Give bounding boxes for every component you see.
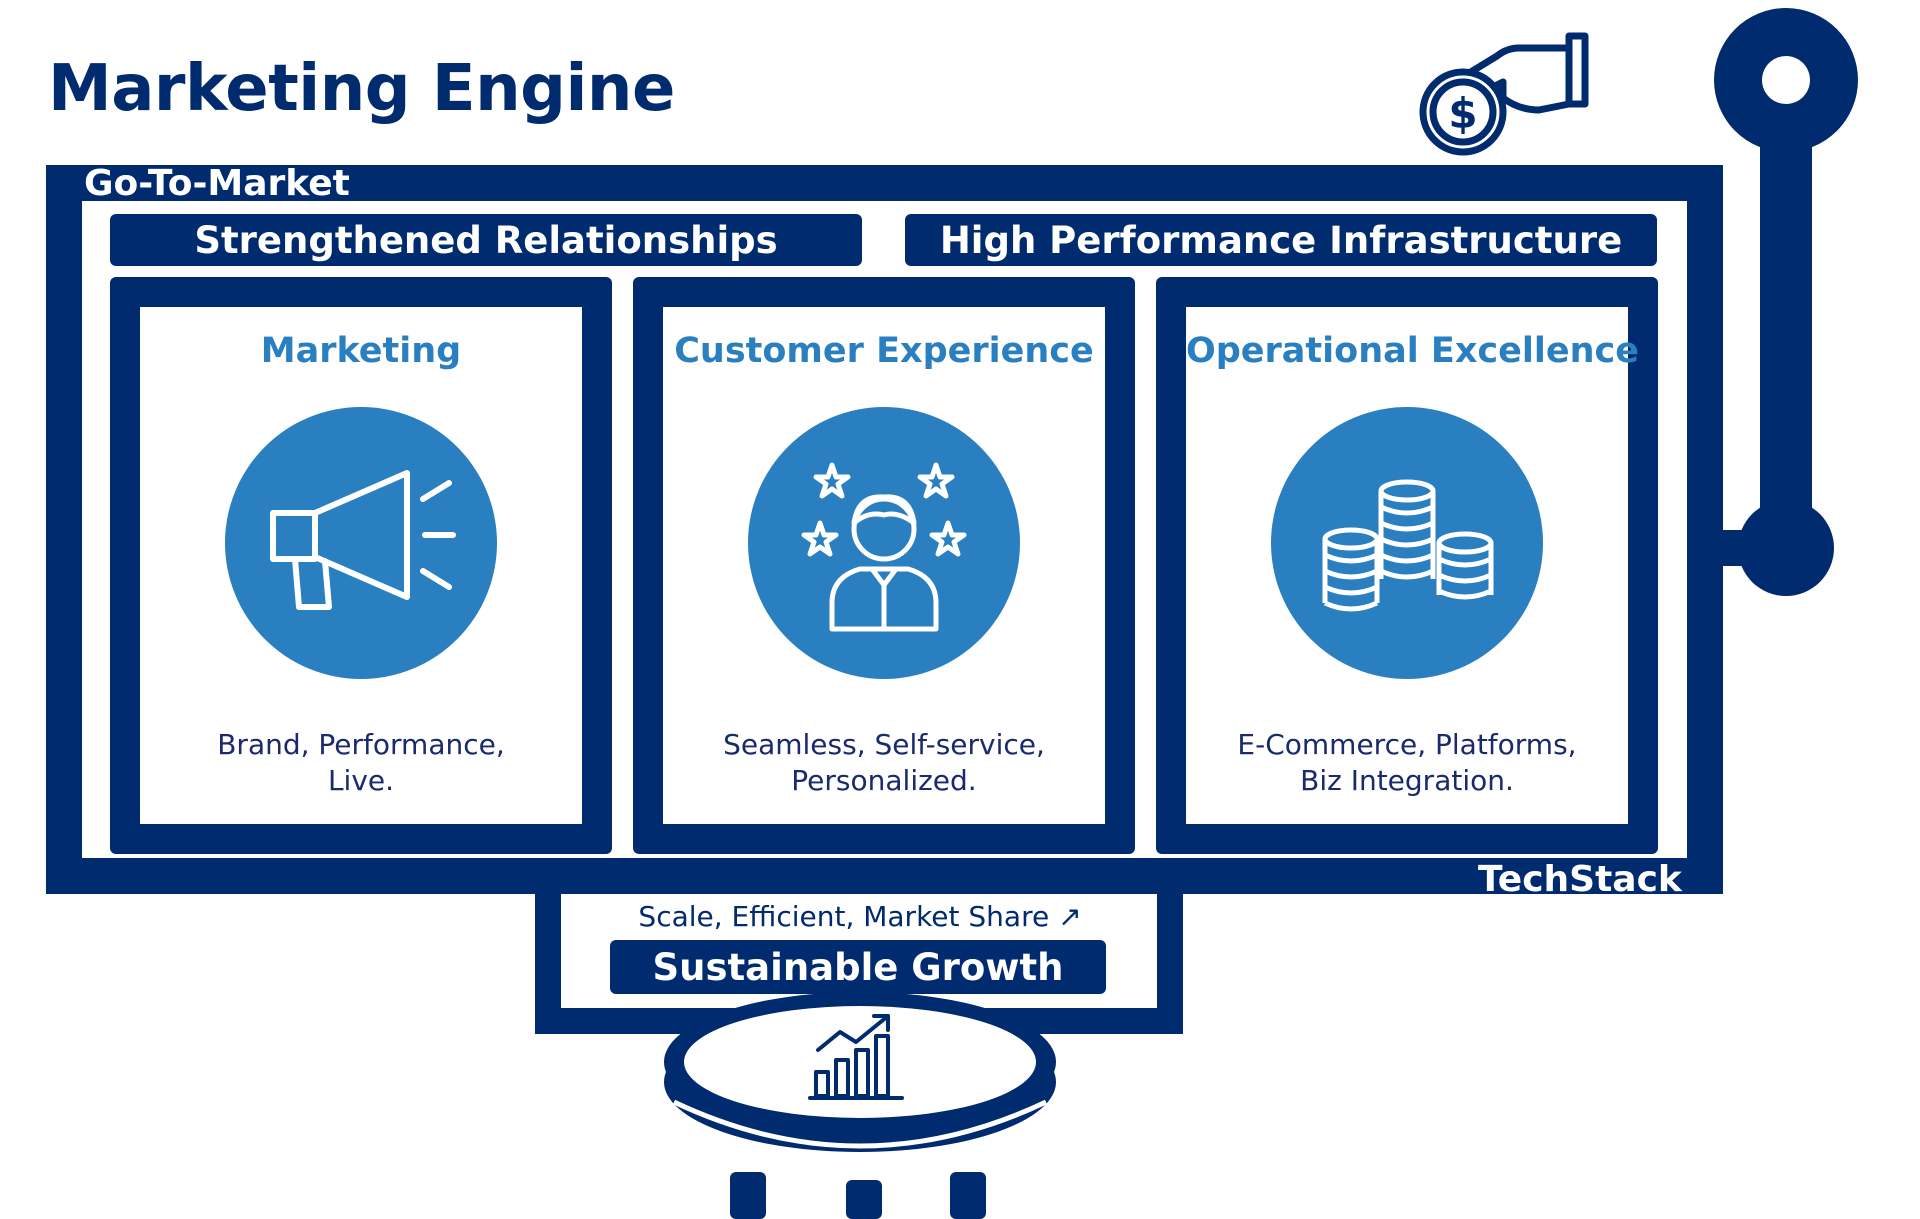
coin-stacks-icon xyxy=(1271,407,1543,679)
card-operational-excellence: Operational Excellence E-Commerce, Platf… xyxy=(1156,277,1658,854)
card-title: Marketing xyxy=(260,331,462,371)
banner-high-performance-infrastructure: High Performance Infrastructure xyxy=(905,214,1657,266)
card-marketing: Marketing Brand, Performance, Live. xyxy=(110,277,612,854)
card-customer-experience: Customer Experience Seamless, Self-servi… xyxy=(633,277,1135,854)
card-description: E-Commerce, Platforms, Biz Integration. xyxy=(1237,728,1577,797)
card-title: Operational Excellence xyxy=(1186,331,1640,371)
banner-strengthened-relationships: Strengthened Relationships xyxy=(110,214,862,266)
page-title: Marketing Engine xyxy=(48,52,675,126)
card-description: Seamless, Self-service, Personalized. xyxy=(723,728,1045,797)
sustainable-growth-banner: Sustainable Growth xyxy=(610,940,1106,994)
techstack-label: TechStack xyxy=(1478,859,1682,900)
pedestal xyxy=(664,992,1056,1219)
card-title: Customer Experience xyxy=(674,331,1094,371)
growth-chart-icon xyxy=(808,1014,904,1100)
megaphone-icon xyxy=(225,407,497,679)
hand-dollar-coin-icon: $ xyxy=(1419,32,1589,156)
card-description: Brand, Performance, Live. xyxy=(217,728,505,797)
svg-text:$: $ xyxy=(1448,89,1477,138)
lever-handle xyxy=(1700,8,1858,596)
customer-stars-icon xyxy=(748,407,1020,679)
go-to-market-label: Go-To-Market xyxy=(84,163,350,204)
growth-metrics-text: Scale, Efficient, Market Share ↗ xyxy=(638,900,1082,933)
